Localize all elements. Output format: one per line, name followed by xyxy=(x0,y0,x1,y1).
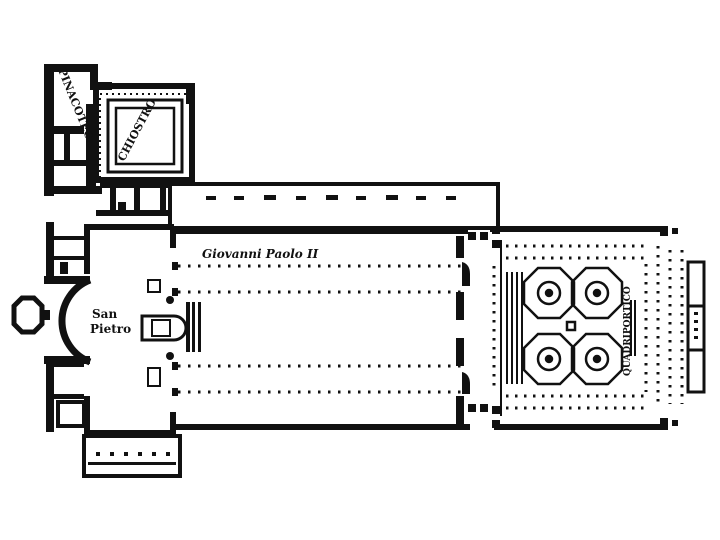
sacristy-rooms xyxy=(96,182,172,216)
apse-pier-top xyxy=(44,276,90,284)
nave-piers-top xyxy=(172,262,178,396)
atrium-stairs xyxy=(506,272,636,384)
giovanni-paolo-label: Giovanni Paolo II xyxy=(202,247,319,261)
transept xyxy=(46,222,176,436)
octagon-link xyxy=(40,310,50,320)
atrium-fountains xyxy=(522,266,624,386)
san-pietro-label-line2: Pietro xyxy=(90,322,131,336)
nave-walls xyxy=(170,228,470,430)
nave-colonnade-1 xyxy=(178,264,462,394)
apse-pier-bottom xyxy=(44,356,90,364)
chiostro-cloister xyxy=(93,83,195,183)
apse xyxy=(58,276,92,366)
east-entrance xyxy=(686,260,706,394)
confessio-altar xyxy=(140,279,201,387)
octagonal-chapel xyxy=(11,295,45,335)
south-vestibule xyxy=(82,434,182,478)
nave-facade xyxy=(456,226,500,428)
quadriportico-label: QUADRIPORTICO xyxy=(623,286,633,376)
chiostro-label: CHIOSTRO xyxy=(115,96,159,163)
north-corridor xyxy=(168,182,500,230)
san-pietro-label-line1: San xyxy=(92,307,117,321)
quadriportico-colonnade xyxy=(492,244,684,410)
quadriportico-walls xyxy=(490,226,678,430)
